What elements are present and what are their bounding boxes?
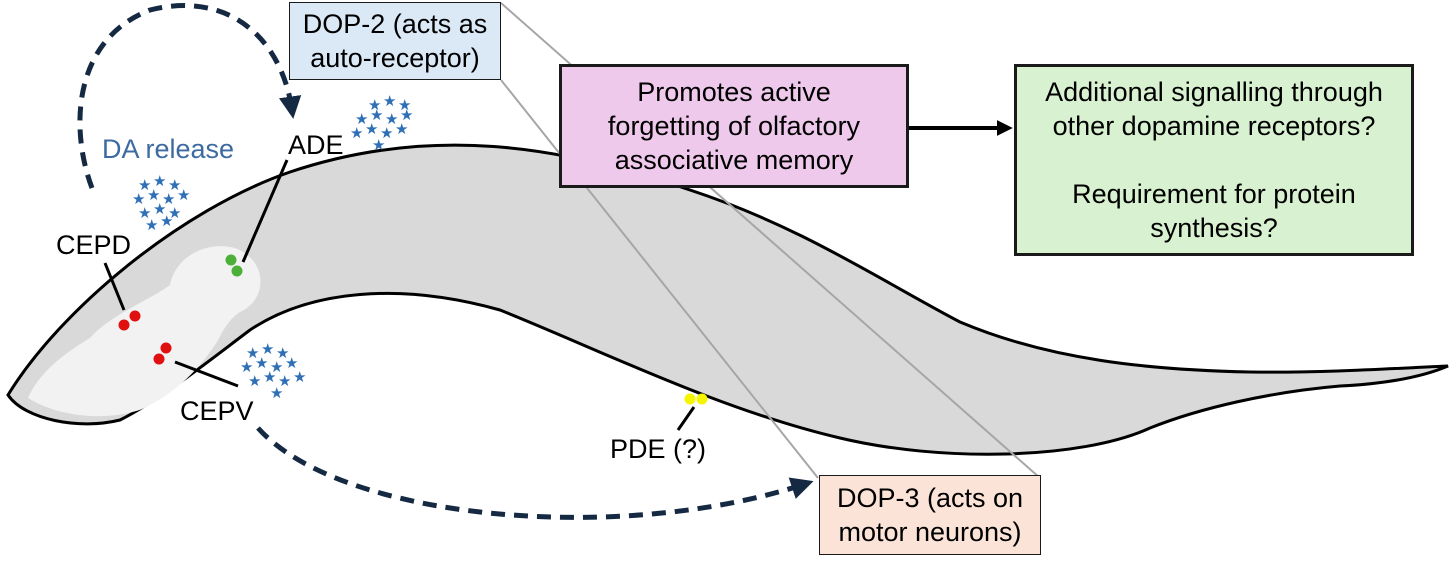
svg-text:★: ★ — [153, 200, 166, 218]
pde-neuron-1 — [684, 393, 696, 405]
svg-text:★: ★ — [162, 190, 175, 208]
svg-text:★: ★ — [372, 136, 385, 154]
outcome-box: Promotes active forgetting of olfactory … — [559, 64, 909, 188]
cepd-neuron-1 — [118, 319, 130, 331]
svg-text:★: ★ — [276, 344, 289, 362]
svg-text:★: ★ — [145, 216, 158, 234]
svg-text:★: ★ — [368, 96, 381, 114]
questions-text: Additional signalling through other dopa… — [1045, 77, 1383, 243]
pde-label: PDE (?) — [610, 434, 706, 464]
dopamine-cluster-cepd: ★★★ ★★★★ ★★★ ★★ — [132, 172, 190, 234]
svg-text:★: ★ — [365, 120, 378, 138]
dop3-receptor-text: DOP-3 (acts on motor neurons) — [836, 483, 1024, 547]
svg-text:★: ★ — [395, 120, 408, 138]
svg-text:★: ★ — [160, 212, 173, 230]
dopamine-cluster-ade: ★★★ ★★★★ ★★★★ ★ — [350, 92, 413, 154]
svg-text:★: ★ — [383, 92, 396, 110]
svg-text:★: ★ — [278, 372, 291, 390]
worm-body — [6, 143, 1449, 456]
pde-leader — [676, 406, 696, 431]
cepv-leader — [174, 360, 239, 388]
svg-text:★: ★ — [270, 358, 283, 376]
ade-leader — [241, 159, 289, 263]
svg-text:★: ★ — [246, 344, 259, 362]
connector-dop2-left — [500, 79, 819, 479]
svg-text:★: ★ — [350, 124, 363, 142]
ade-neuron-2 — [231, 265, 243, 277]
svg-text:★: ★ — [255, 354, 268, 372]
questions-box: Additional signalling through other dopa… — [1014, 64, 1414, 256]
dop3-receptor-box: DOP-3 (acts on motor neurons) — [819, 475, 1041, 555]
svg-text:★: ★ — [153, 172, 166, 190]
svg-text:★: ★ — [168, 204, 181, 222]
da-release-label: DA release — [102, 134, 234, 164]
svg-text:★: ★ — [240, 358, 253, 376]
svg-text:★: ★ — [147, 186, 160, 204]
svg-text:★: ★ — [261, 340, 274, 358]
release-arrow-lower — [256, 426, 814, 520]
dopamine-cluster-cepv: ★★★ ★★★★ ★★★★ ★ — [240, 340, 306, 402]
svg-text:★: ★ — [168, 176, 181, 194]
svg-text:★: ★ — [400, 106, 413, 124]
svg-text:★: ★ — [263, 368, 276, 386]
svg-text:★: ★ — [293, 368, 306, 386]
cepv-label: CEPV — [180, 396, 254, 426]
cepd-leader — [103, 262, 126, 311]
cepd-label: CEPD — [56, 230, 131, 260]
svg-text:★: ★ — [132, 190, 145, 208]
pde-neuron-2 — [696, 393, 708, 405]
svg-text:★: ★ — [270, 384, 283, 402]
cepd-neuron-2 — [129, 310, 141, 322]
svg-text:★: ★ — [177, 186, 190, 204]
svg-text:★: ★ — [370, 106, 383, 124]
svg-text:★: ★ — [355, 110, 368, 128]
svg-text:★: ★ — [398, 96, 411, 114]
cepv-neuron-2 — [160, 342, 172, 354]
outcome-text: Promotes active forgetting of olfactory … — [607, 77, 861, 175]
dop2-receptor-text: DOP-2 (acts as auto-receptor) — [302, 9, 488, 73]
svg-text:★: ★ — [285, 354, 298, 372]
ade-neuron-1 — [225, 254, 237, 266]
worm-head-interior — [28, 246, 261, 417]
svg-text:★: ★ — [385, 110, 398, 128]
svg-text:★: ★ — [380, 124, 393, 142]
dop2-receptor-box: DOP-2 (acts as auto-receptor) — [289, 2, 501, 80]
release-arrow-upper — [77, 3, 302, 189]
svg-text:★: ★ — [248, 372, 261, 390]
ade-label: ADE — [288, 130, 344, 160]
cepv-neuron-1 — [153, 353, 165, 365]
svg-text:★: ★ — [138, 176, 151, 194]
svg-text:★: ★ — [138, 204, 151, 222]
